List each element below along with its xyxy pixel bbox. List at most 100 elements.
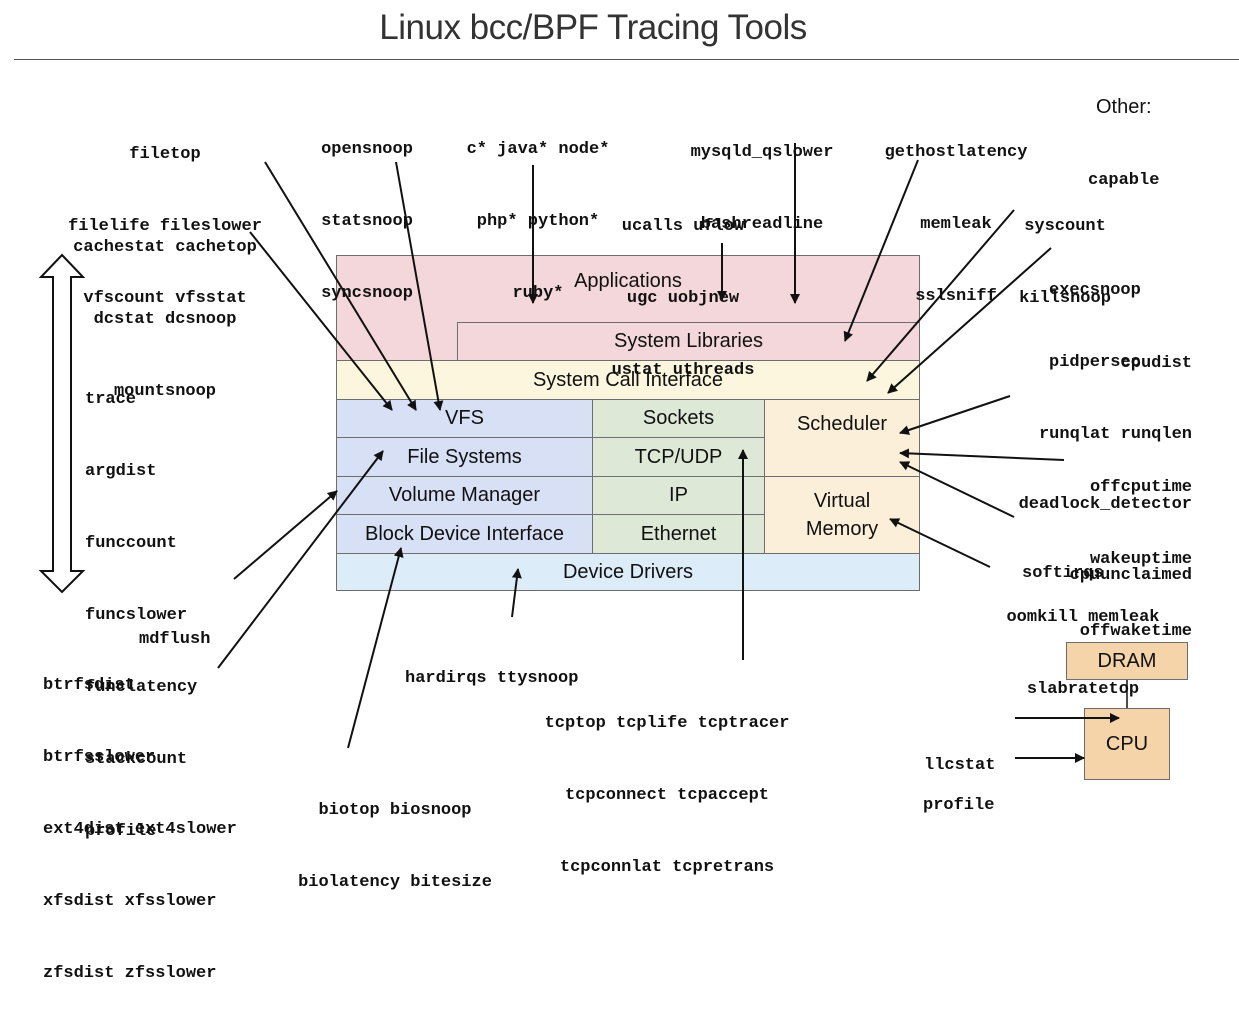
mysqld-tools: mysqld_qslower bashreadline [664,93,860,261]
syscount-tools: syscount killsnoop [1000,167,1130,335]
tool-line: pidpersec [1049,353,1141,372]
system-call-interface-layer: System Call Interface [336,360,920,400]
offcpu-tools: offcputime wakeuptime offwaketime [1040,428,1192,668]
tool-line: filelife fileslower [68,217,262,236]
arrow-hardirqs-to-drivers [511,568,522,618]
tool-line: opensnoop [321,140,413,159]
virtual-memory-label-line2: Memory [805,518,879,540]
ip-label: IP [669,484,688,506]
tool-line: trace [85,390,137,409]
tool-line: cpuunclaimed [1069,565,1192,585]
arrow-btrfs-to-filesystems [217,450,384,669]
tool-line: dcstat dcsnoop [93,310,237,329]
tool-line: gethostlatency [884,143,1028,162]
tool-line: mdflush [139,630,211,649]
system-libraries-label: System Libraries [614,330,763,352]
dram-label: DRAM [1097,649,1157,672]
cpu-label: CPU [1105,732,1149,755]
file-systems-label: File Systems [407,445,522,468]
tool-line: killsnoop [1019,289,1111,308]
arrow-offcputime-to-scheduler [899,448,1065,461]
ucalls-tools: ucalls uflow ugc uobjnew ustat uthreads [580,167,786,407]
execsnoop-tools: execsnoop pidpersec [1049,231,1141,399]
arrows-overlay [38,143,1128,763]
language-tools: c* java* node* php* python* ruby* [440,90,636,330]
applications-label: Applications [574,270,682,292]
sockets-layer: Sockets [592,399,765,438]
file-systems-layer: File Systems [336,437,593,477]
ethernet-label: Ethernet [640,522,717,545]
vfs-label: VFS [445,407,484,429]
tool-line: capable [1088,171,1160,190]
tool-line: syncsnoop [321,284,413,303]
tool-line: ustat uthreads [611,361,755,380]
tool-line: filetop [129,145,201,164]
arrow-oomkill-to-memory [889,518,991,568]
tool-line: statsnoop [321,212,413,231]
arrow-gethostlatency-to-libraries [843,159,919,342]
softirqs-tools: softirqs [1022,514,1104,610]
tcp-udp-label: TCP/UDP [634,445,723,468]
tool-line: bashreadline [700,215,824,234]
tool-line: runqlat runqlen [1038,424,1192,444]
tool-line: xfsdist xfsslower [43,892,217,911]
tool-line: softirqs [1022,564,1104,583]
virtual-memory-label-line1: Virtual [813,490,871,512]
opensnoop-tools: opensnoop statsnoop syncsnoop [302,90,432,330]
volume-manager-label: Volume Manager [388,484,541,506]
sockets-label: Sockets [642,407,715,429]
tool-line: btrfsdist [43,676,135,695]
scheduler-label: Scheduler [796,413,888,435]
tool-line: wakeuptime [1089,550,1192,569]
arrow-opensnoop-to-vfs [395,161,444,411]
tool-line: tcptop tcplife tcptracer [544,714,790,733]
volume-manager-layer: Volume Manager [336,476,593,515]
tool-line: deadlock_detector [1018,495,1192,514]
tool-line: slabratetop [1026,680,1140,699]
arrow-filetop-to-vfs [264,161,417,411]
arrow-syscount-to-syscalls [866,209,1015,382]
tool-line: funcslower [85,606,188,625]
tool-line: biolatency bitesize [298,873,492,892]
tool-line: btrfsslower [43,748,156,767]
system-call-interface-label: System Call Interface [532,368,724,391]
hardirqs-tools: hardirqs ttysnoop [405,619,578,715]
vfs-layer: VFS [336,399,593,438]
device-drivers-layer: Device Drivers [336,553,920,591]
tool-line: tcpconnlat tcpretrans [559,858,775,877]
tool-line: cpudist [1120,354,1192,373]
tool-line: zfsdist zfsslower [43,964,217,983]
tool-line: memleak [920,215,992,234]
arrow-biotop-to-block [347,547,404,749]
cpudist-tools: cpudist runqlat runqlen deadlock_detecto… [985,305,1192,611]
tool-line: php* python* [476,212,600,231]
other-label: Other: [1096,96,1152,118]
tool-line: oomkill memleak [1006,608,1160,627]
tool-line: funclatency [85,678,198,697]
tool-line: ucalls uflow [621,217,745,236]
scheduler-layer: Scheduler [764,399,920,477]
oomkill-tools: oomkill memleak slabratetop [985,558,1181,726]
tool-line: funccount [85,534,177,553]
llcstat-tools: llcstat [924,706,995,802]
stack-depth-double-arrow [38,253,86,594]
tool-line: syscount [1024,217,1106,236]
tool-line: ext4dist ext4slower [43,820,237,839]
arrow-cpudist-to-scheduler [899,395,1011,435]
cpu-box: CPU [1084,708,1170,780]
device-drivers-label: Device Drivers [562,560,694,583]
arrow-cachestat-to-vfs [249,231,393,411]
tcp-udp-layer: TCP/UDP [592,437,765,477]
ethernet-layer: Ethernet [592,514,765,554]
tool-line: offwaketime [1079,622,1192,641]
tool-line: llcstat [924,756,996,775]
tool-line: stackcount [85,750,188,769]
virtual-memory-layer: Virtual Memory [764,476,920,554]
cachestat-tools: cachestat cachetop dcstat dcsnoop mounts… [30,188,300,428]
tool-line: cachestat cachetop [73,238,257,257]
other-tools: capable [1088,121,1159,217]
tool-line: argdist [85,462,157,481]
tool-line: hardirqs ttysnoop [405,669,579,688]
tool-line: mysqld_qslower [690,143,834,162]
tool-line: execsnoop [1049,281,1141,300]
